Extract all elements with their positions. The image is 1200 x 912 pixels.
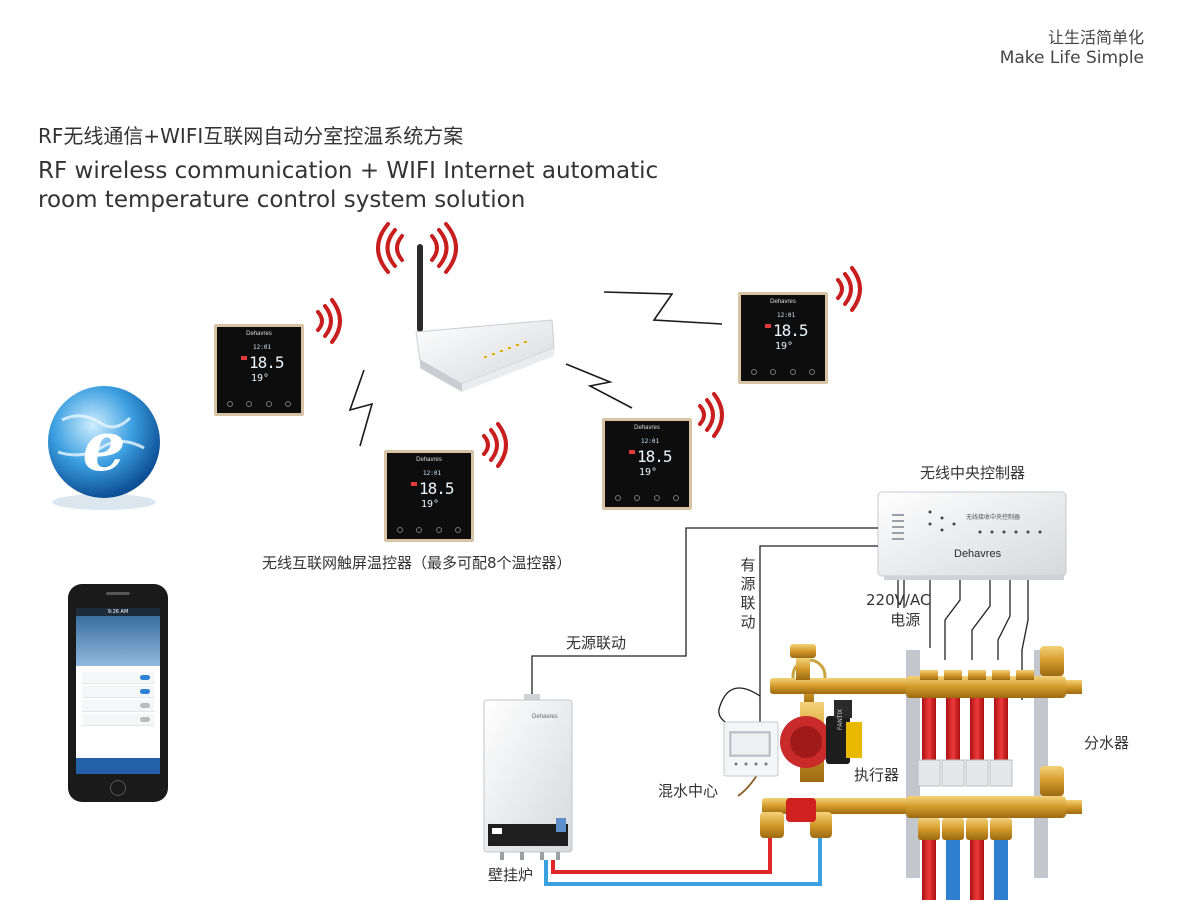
power-key-icon xyxy=(751,369,757,375)
list-item xyxy=(82,714,154,726)
boiler-pipes xyxy=(544,838,822,886)
thermostat-screen: 12:01 18.5 19° xyxy=(757,311,811,355)
mode-key-icon xyxy=(770,369,777,375)
manifold xyxy=(906,646,1082,900)
boiler-label: 壁挂炉 xyxy=(488,866,534,884)
thermostat-room-temp: 18.5 xyxy=(637,447,673,466)
up-key-icon xyxy=(265,401,272,407)
internet-globe-icon: e xyxy=(48,386,160,510)
power-label: 220V/AC 电源 xyxy=(866,590,930,630)
thermostat-screen: 12:01 18.5 19° xyxy=(621,437,675,481)
up-key-icon xyxy=(435,527,442,533)
mode-key-icon xyxy=(246,401,253,407)
up-key-icon xyxy=(653,495,660,501)
power-key-icon xyxy=(615,495,621,501)
signal-icon-router xyxy=(376,222,458,274)
list-item xyxy=(82,700,154,712)
power-key-icon xyxy=(397,527,403,533)
toggle-switch xyxy=(140,675,150,680)
thermostat-screen: 12:01 18.5 19° xyxy=(233,343,287,387)
thermostat-1: Dehavres 12:01 18.5 19° xyxy=(214,324,304,416)
toggle-switch xyxy=(140,717,150,722)
signal-icon-thermo-2 xyxy=(482,422,508,468)
actuator-label: 执行器 xyxy=(854,766,900,784)
mode-key-icon xyxy=(634,495,641,501)
heating-indicator-icon xyxy=(411,482,417,486)
power-key-icon xyxy=(227,401,233,407)
rf-links xyxy=(348,291,723,447)
central-controller xyxy=(877,491,1067,580)
toggle-switch xyxy=(140,689,150,694)
signal-icon-thermo-3 xyxy=(698,392,724,438)
passive-link-label: 无源联动 xyxy=(566,634,627,652)
heating-indicator-icon xyxy=(765,324,771,328)
up-key-icon xyxy=(789,369,796,375)
manifold-label: 分水器 xyxy=(1084,734,1130,752)
phone-status-bar: 9:26 AM xyxy=(76,608,160,616)
thermostat-3: Dehavres 12:01 18.5 19° xyxy=(602,418,692,510)
thermostat-time: 12:01 xyxy=(253,344,272,351)
mixing-center-label: 混水中心 xyxy=(658,782,719,800)
thermostat-screen: 12:01 18.5 19° xyxy=(403,469,457,513)
thermostat-2: Dehavres 12:01 18.5 19° xyxy=(384,450,474,542)
thermostat-caption: 无线互联网触屏温控器（最多可配8个温控器） xyxy=(262,554,572,572)
heating-indicator-icon xyxy=(629,450,635,454)
home-button xyxy=(110,780,126,796)
phone-screen: 9:26 AM xyxy=(76,608,160,774)
thermostat-set-temp: 19° xyxy=(251,373,270,384)
heating-indicator-icon xyxy=(241,356,247,360)
thermostat-keys xyxy=(397,527,461,533)
down-key-icon xyxy=(454,527,461,533)
boiler xyxy=(483,694,573,860)
controller-label: 无线中央控制器 xyxy=(920,464,1026,482)
thermostat-brand: Dehavres xyxy=(246,331,272,337)
power-source: 电源 xyxy=(890,611,921,629)
controller-panel-text: 无线接收中央控制器 xyxy=(966,514,1021,521)
router-icon xyxy=(415,244,555,392)
thermostat-keys xyxy=(227,401,291,407)
title-zh: RF无线通信+WIFI互联网自动分室控温系统方案 xyxy=(38,124,464,148)
toggle-switch xyxy=(140,703,150,708)
thermostat-keys xyxy=(615,495,679,501)
thermostat-room-temp: 18.5 xyxy=(773,321,809,340)
list-item xyxy=(82,686,154,698)
thermostat-room-temp: 18.5 xyxy=(249,353,285,372)
pump-brand: FANTIX xyxy=(838,708,844,730)
svg-text:e: e xyxy=(82,407,125,487)
thermostat-set-temp: 19° xyxy=(775,341,794,352)
title-en: RF wireless communication + WIFI Interne… xyxy=(38,158,659,213)
active-link-label: 有源联动 xyxy=(740,556,756,631)
down-key-icon xyxy=(808,369,815,375)
thermostat-keys xyxy=(751,369,815,375)
thermostat-brand: Dehavres xyxy=(416,457,442,463)
list-item xyxy=(82,672,154,684)
phone-header-panel xyxy=(76,616,160,666)
mixing-center xyxy=(723,644,922,838)
tagline-zh: 让生活简单化 xyxy=(1047,28,1144,47)
thermostat-time: 12:01 xyxy=(777,312,796,319)
thermostat-time: 12:01 xyxy=(423,470,442,477)
controller-brand: Dehavres xyxy=(954,548,1002,560)
thermostat-set-temp: 19° xyxy=(639,467,658,478)
down-key-icon xyxy=(284,401,291,407)
thermostat-time: 12:01 xyxy=(641,438,660,445)
down-key-icon xyxy=(672,495,679,501)
thermostat-brand: Dehavres xyxy=(634,425,660,431)
thermostat-room-temp: 18.5 xyxy=(419,479,455,498)
signal-icon-thermo-4 xyxy=(836,266,862,312)
signal-icon-thermo-1 xyxy=(316,298,342,344)
thermostat-brand: Dehavres xyxy=(770,299,796,305)
phone-speaker xyxy=(106,592,130,595)
smartphone: 9:26 AM xyxy=(68,584,168,802)
tagline-en: Make Life Simple xyxy=(999,48,1144,68)
thermostat-4: Dehavres 12:01 18.5 19° xyxy=(738,292,828,384)
boiler-brand: Dehavres xyxy=(532,714,558,720)
mode-key-icon xyxy=(416,527,423,533)
thermostat-set-temp: 19° xyxy=(421,499,440,510)
phone-tab-bar xyxy=(76,758,160,774)
power-voltage: 220V/AC xyxy=(866,591,931,609)
